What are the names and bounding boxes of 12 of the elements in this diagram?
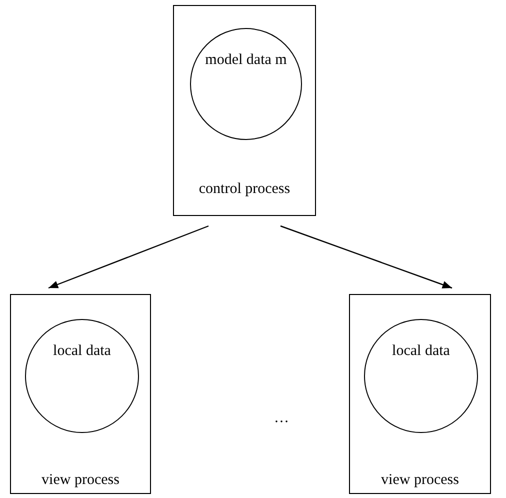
arrow: [48, 225, 209, 289]
arrow: [280, 225, 452, 289]
node-label: local data: [391, 342, 451, 360]
node-label: model data m: [204, 51, 288, 69]
node-label: view process: [380, 471, 460, 489]
node-label: local data: [52, 342, 112, 360]
process-box: [10, 294, 151, 494]
node-label: control process: [198, 180, 292, 198]
ellipsis-label: …: [274, 410, 289, 427]
node-label: view process: [40, 471, 120, 489]
process-box: [173, 5, 316, 216]
process-box: [349, 294, 491, 494]
